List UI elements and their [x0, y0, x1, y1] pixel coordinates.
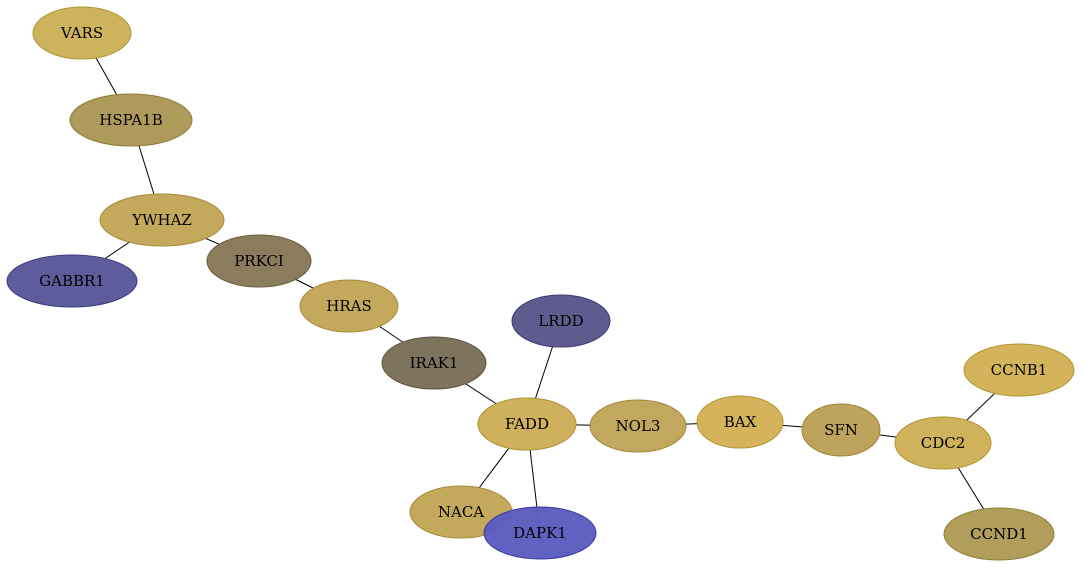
node-irak1[interactable]: IRAK1: [381, 336, 487, 390]
node-shape: [963, 343, 1075, 397]
node-shape: [381, 336, 487, 390]
node-vars[interactable]: VARS: [32, 6, 132, 60]
node-shape: [477, 397, 577, 451]
node-label: HSPA1B: [99, 111, 162, 129]
node-shape: [894, 416, 992, 470]
node-shape: [6, 254, 138, 308]
node-shape: [696, 395, 784, 449]
node-lrdd[interactable]: LRDD: [511, 294, 611, 348]
node-label: FADD: [505, 415, 549, 433]
node-label: DAPK1: [513, 524, 567, 542]
node-label: SFN: [824, 421, 858, 439]
node-shape: [511, 294, 611, 348]
node-shape: [206, 234, 312, 288]
node-bax[interactable]: BAX: [696, 395, 784, 449]
node-hspa1b[interactable]: HSPA1B: [69, 93, 193, 147]
node-nol3[interactable]: NOL3: [589, 399, 687, 453]
node-fadd[interactable]: FADD: [477, 397, 577, 451]
node-label: NACA: [438, 503, 484, 521]
node-gabbr1[interactable]: GABBR1: [6, 254, 138, 308]
node-label: YWHAZ: [131, 211, 192, 229]
node-label: VARS: [60, 24, 103, 42]
node-label: NOL3: [616, 417, 661, 435]
node-ccnd1[interactable]: CCND1: [943, 507, 1055, 561]
node-label: CDC2: [921, 434, 966, 452]
node-label: CCNB1: [991, 361, 1048, 379]
node-cdc2[interactable]: CDC2: [894, 416, 992, 470]
node-shape: [299, 279, 399, 333]
node-shape: [483, 506, 597, 560]
node-label: IRAK1: [410, 354, 459, 372]
node-shape: [69, 93, 193, 147]
node-shape: [589, 399, 687, 453]
node-label: CCND1: [970, 525, 1028, 543]
node-prkci[interactable]: PRKCI: [206, 234, 312, 288]
node-dapk1[interactable]: DAPK1: [483, 506, 597, 560]
node-sfn[interactable]: SFN: [801, 403, 881, 457]
node-ccnb1[interactable]: CCNB1: [963, 343, 1075, 397]
nodes-layer: VARS HSPA1B YWHAZ GABBR1 PRKCI HRAS IRAK1 LRDD F…: [6, 6, 1075, 561]
node-label: PRKCI: [234, 252, 284, 270]
node-shape: [32, 6, 132, 60]
node-label: GABBR1: [39, 272, 105, 290]
edges-layer: [71, 32, 1020, 535]
node-hras[interactable]: HRAS: [299, 279, 399, 333]
node-shape: [943, 507, 1055, 561]
node-label: HRAS: [326, 297, 371, 315]
node-label: BAX: [724, 413, 757, 431]
node-shape: [99, 193, 225, 247]
node-label: LRDD: [538, 312, 583, 330]
node-shape: [801, 403, 881, 457]
node-ywhaz[interactable]: YWHAZ: [99, 193, 225, 247]
